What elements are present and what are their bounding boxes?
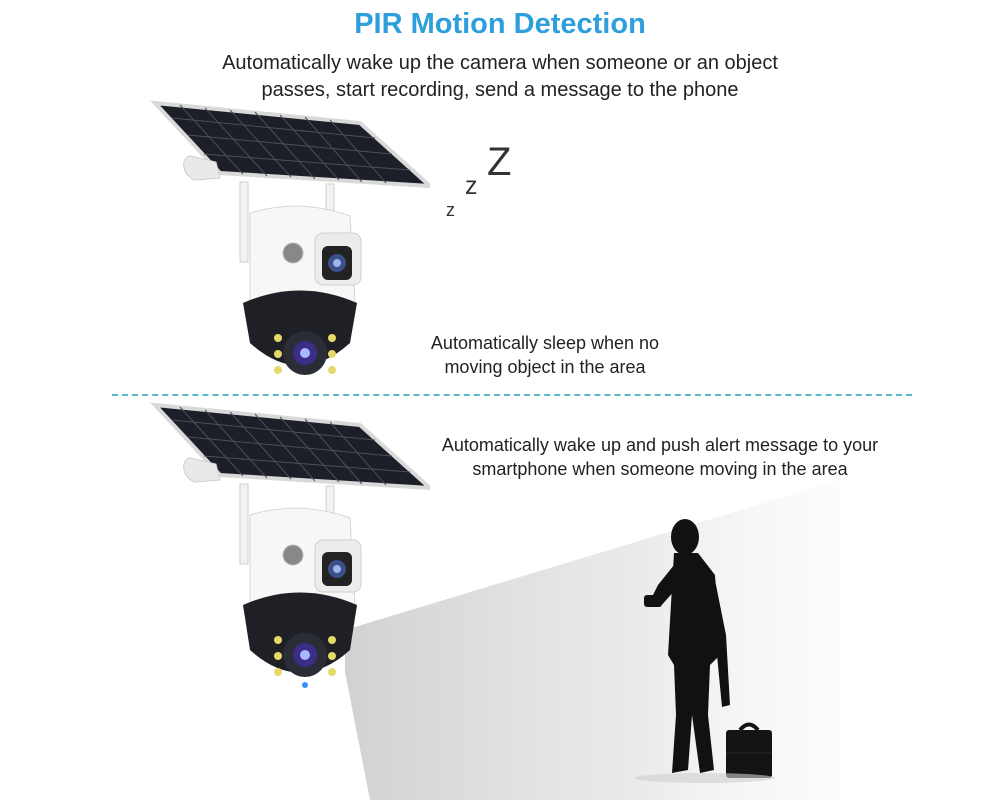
solar-mount-bracket [183, 155, 221, 181]
sleep-z-medium: z [465, 172, 478, 200]
solar-camera-active [150, 402, 430, 688]
sleep-caption-line-1: Automatically sleep when no [430, 333, 660, 353]
briefcase-icon [726, 722, 772, 778]
subtitle-line-2: passes, start recording, send a message … [261, 79, 739, 101]
page-subtitle: Automatically wake up the camera when so… [0, 50, 1000, 104]
subtitle-line-1: Automatically wake up the camera when so… [222, 52, 778, 74]
wake-caption: Automatically wake up and push alert mes… [405, 433, 915, 481]
page-title: PIR Motion Detection [354, 8, 646, 40]
wake-caption-line-2: smartphone when someone moving in the ar… [472, 459, 848, 479]
camera-housing [243, 507, 362, 688]
camera-housing [243, 205, 362, 375]
section-divider [112, 394, 912, 396]
solar-mount-bracket [183, 457, 221, 483]
sleep-z-large: Z [487, 140, 512, 184]
sleep-caption: Automatically sleep when no moving objec… [395, 331, 695, 379]
solar-panel [150, 402, 430, 491]
sleep-caption-line-2: moving object in the area [444, 357, 646, 377]
sleep-z-small: z [446, 200, 455, 220]
wake-caption-line-1: Automatically wake up and push alert mes… [441, 435, 879, 455]
solar-camera-sleeping [150, 100, 430, 375]
solar-panel [150, 100, 430, 189]
person-silhouette [635, 519, 775, 783]
